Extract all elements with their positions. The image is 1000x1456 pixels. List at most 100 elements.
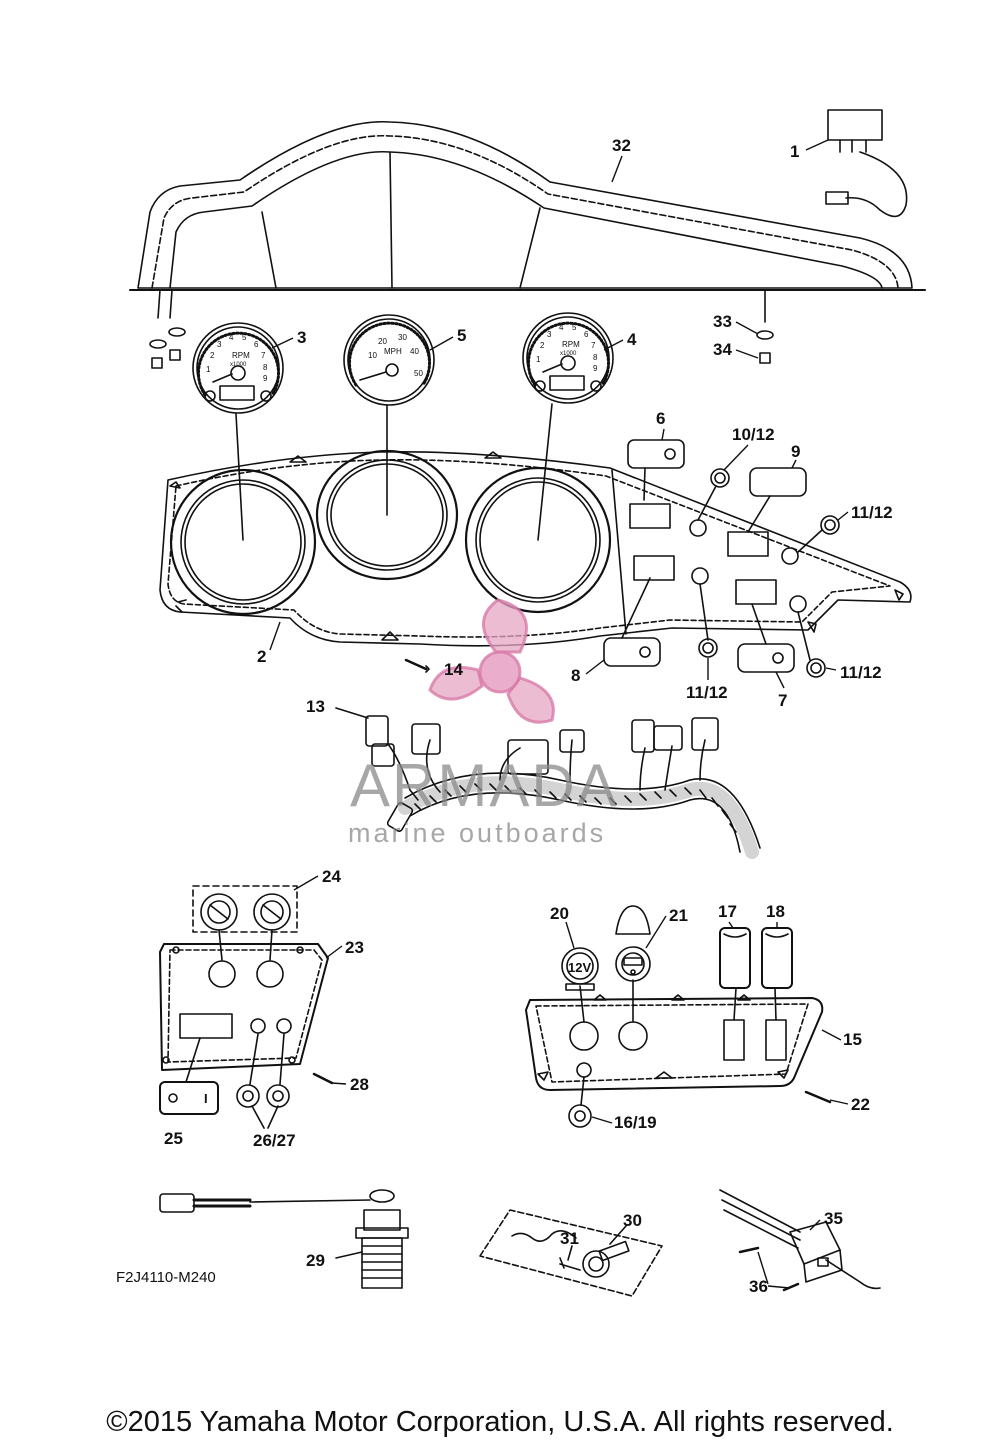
part-label-3: 3 bbox=[297, 328, 306, 347]
part-label-31: 31 bbox=[560, 1229, 579, 1248]
part-label-28: 28 bbox=[350, 1075, 369, 1094]
part-label-1: 1 bbox=[790, 142, 799, 161]
tach-x1000-text: x1000 bbox=[230, 362, 247, 368]
usb-socket-21 bbox=[615, 905, 651, 982]
speedo-tick: 10 bbox=[368, 351, 377, 360]
part-label-10-12: 10/12 bbox=[732, 425, 775, 444]
part-label-26-27: 26/27 bbox=[253, 1131, 296, 1150]
part-label-7: 7 bbox=[778, 691, 787, 710]
gauge-markings: RPM x1000 RPM x1000 MPH 10 20 30 40 50 1… bbox=[204, 323, 598, 1106]
washer-nut-set-left bbox=[149, 327, 186, 369]
rocker-switches-17-18 bbox=[719, 927, 793, 989]
rocker-off-mark: I bbox=[204, 1091, 208, 1106]
console-cover bbox=[129, 120, 926, 323]
part-label-23: 23 bbox=[345, 938, 364, 957]
sub-panel-23 bbox=[159, 943, 329, 1083]
part-label-2: 2 bbox=[257, 647, 266, 666]
tach-right-tick: 2 bbox=[540, 341, 545, 350]
trim-relay-35 bbox=[719, 1189, 881, 1292]
part-label-14: 14 bbox=[444, 660, 463, 679]
part-label-33: 33 bbox=[713, 312, 732, 331]
tach-right-tick: 5 bbox=[572, 323, 577, 332]
part-label-16-19: 16/19 bbox=[614, 1113, 657, 1132]
part-label-18: 18 bbox=[766, 902, 785, 921]
watermark-brand: ARMADA bbox=[350, 752, 619, 819]
speedo-mph-text: MPH bbox=[384, 347, 402, 356]
part-label-11-12: 11/12 bbox=[840, 663, 882, 682]
tach-tick: 3 bbox=[217, 340, 222, 349]
part-label-6: 6 bbox=[656, 409, 665, 428]
speedo-tick: 40 bbox=[410, 347, 419, 356]
part-label-9: 9 bbox=[791, 442, 800, 461]
part-label-25: 25 bbox=[164, 1129, 183, 1148]
socket-12v-20 bbox=[561, 947, 599, 991]
tach-right-tick: 3 bbox=[547, 330, 552, 339]
propeller-logo bbox=[428, 598, 555, 724]
part-label-24: 24 bbox=[322, 867, 341, 886]
tach-tick: 8 bbox=[263, 363, 268, 372]
figure-code: F2J4110-M240 bbox=[116, 1269, 216, 1286]
tach-right-tick: 1 bbox=[536, 355, 541, 364]
tach-right-rpm-text: RPM bbox=[562, 340, 580, 349]
part-label-35: 35 bbox=[824, 1209, 843, 1228]
speedo-tick: 50 bbox=[414, 369, 423, 378]
part-label-34: 34 bbox=[713, 340, 732, 359]
watermark: ARMADA marine outboards bbox=[348, 598, 619, 848]
watermark-tagline: marine outboards bbox=[348, 818, 606, 848]
switch-6 bbox=[627, 439, 685, 501]
buzzer-part bbox=[825, 109, 908, 218]
tach-tick: 6 bbox=[254, 340, 259, 349]
part-label-8: 8 bbox=[571, 666, 580, 685]
plug-11-12-far-right bbox=[797, 611, 826, 678]
tach-tick: 1 bbox=[206, 365, 211, 374]
part-label-15: 15 bbox=[843, 1030, 862, 1049]
tach-tick: 9 bbox=[263, 374, 268, 383]
part-label-29: 29 bbox=[306, 1251, 325, 1270]
plug-11-12-right bbox=[797, 515, 840, 553]
tach-rpm-text: RPM bbox=[232, 351, 250, 360]
plugs-26-27 bbox=[236, 1033, 290, 1129]
tachometer-gauge bbox=[192, 322, 284, 414]
tachometer-gauge-right bbox=[522, 312, 614, 404]
tach-right-tick: 6 bbox=[584, 330, 589, 339]
plug-11-12-bottom bbox=[698, 583, 718, 658]
part-label-11-12: 11/12 bbox=[686, 683, 728, 702]
socket-12v-text: 12V bbox=[568, 960, 591, 975]
tach-tick: 4 bbox=[229, 333, 234, 342]
switch-9 bbox=[747, 467, 807, 533]
part-label-13: 13 bbox=[306, 697, 325, 716]
switch-7 bbox=[737, 603, 795, 673]
tach-tick: 5 bbox=[242, 333, 247, 342]
gauge-leader-lines bbox=[235, 403, 553, 541]
dash-panel bbox=[159, 449, 912, 647]
part-label-17: 17 bbox=[718, 902, 737, 921]
tach-right-x1000-text: x1000 bbox=[560, 351, 577, 357]
part-label-30: 30 bbox=[623, 1211, 642, 1230]
part-label-32: 32 bbox=[612, 136, 631, 155]
copyright-notice: ©2015 Yamaha Motor Corporation, U.S.A. A… bbox=[106, 1406, 894, 1438]
part-label-22: 22 bbox=[851, 1095, 870, 1114]
label-leaders bbox=[269, 139, 849, 1289]
part-label-4: 4 bbox=[627, 330, 637, 349]
speedometer-gauge bbox=[343, 314, 435, 406]
plug-16-19 bbox=[568, 1076, 592, 1128]
tach-right-tick: 8 bbox=[593, 353, 598, 362]
tach-tick: 2 bbox=[210, 351, 215, 360]
part-label-36: 36 bbox=[749, 1277, 768, 1296]
speedo-tick: 20 bbox=[378, 337, 387, 346]
screw-14 bbox=[404, 658, 430, 673]
rocker-switch-25 bbox=[159, 1081, 219, 1115]
part-label-21: 21 bbox=[669, 906, 688, 925]
part-label-11-12: 11/12 bbox=[851, 503, 893, 522]
part-labels: 1 2 3 4 5 6 7 8 9 10/12 11/12 11/12 11/1… bbox=[164, 136, 893, 1296]
tach-tick: 7 bbox=[261, 351, 266, 360]
part-label-5: 5 bbox=[457, 326, 466, 345]
circuit-breakers-24 bbox=[192, 885, 298, 961]
tach-right-tick: 7 bbox=[591, 341, 596, 350]
tach-right-tick: 9 bbox=[593, 364, 598, 373]
screw-22 bbox=[804, 1090, 832, 1104]
accessory-panel-15 bbox=[525, 979, 824, 1091]
key-switch-kit-30 bbox=[479, 1209, 663, 1297]
switch-8 bbox=[603, 577, 661, 667]
